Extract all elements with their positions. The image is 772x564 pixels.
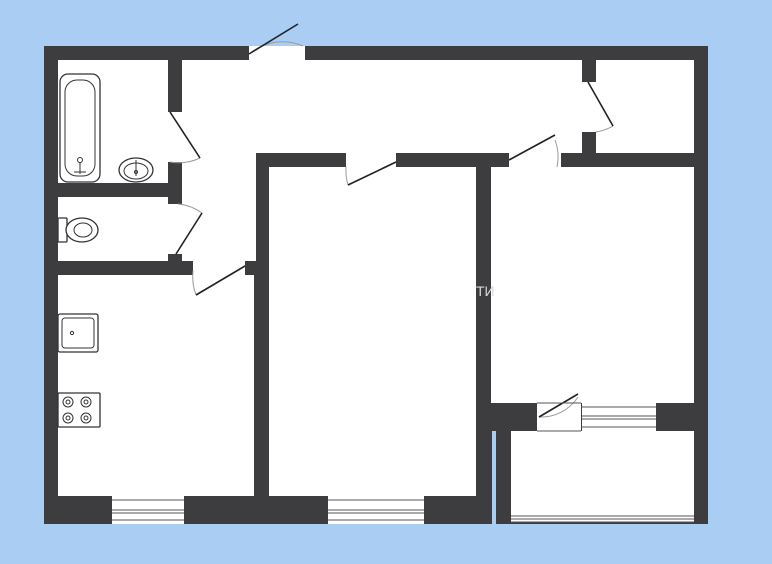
room-bedroom: [491, 167, 694, 403]
toilet-door: [175, 203, 203, 255]
kitchen-door: [192, 265, 246, 296]
storage-opening: [582, 82, 596, 132]
room-storage: [596, 60, 694, 153]
bedroom-balcony-window: [582, 403, 656, 431]
kitchen-opening: [193, 261, 245, 275]
balcony-door: [537, 393, 581, 432]
bathroom-door: [169, 111, 201, 164]
living-room-door: [345, 161, 397, 186]
bedroom-opening: [509, 153, 561, 167]
bathtub: [59, 73, 101, 183]
living-room-window: [328, 496, 424, 524]
toilet: [57, 217, 99, 243]
bedroom-door: [508, 134, 559, 168]
toilet-opening: [168, 204, 182, 254]
room-hallway-upper: [182, 60, 582, 153]
entrance-door: [248, 23, 304, 55]
room-balcony: [511, 431, 694, 516]
room-hallway-lower: [182, 153, 256, 261]
washbasin: [118, 157, 154, 183]
kitchen-sink: [57, 313, 99, 353]
balcony-gap: [492, 431, 496, 524]
storage-door: [587, 81, 614, 133]
entrance-opening: [249, 46, 305, 60]
room-kitchen: [58, 275, 254, 496]
balcony-gap-bottom: [492, 520, 710, 530]
stove: [57, 392, 101, 428]
watermark-text: ТИ: [476, 283, 495, 299]
kitchen-window: [112, 496, 184, 524]
balcony-glazing: [511, 515, 694, 523]
room-living: [269, 167, 476, 496]
living-opening: [346, 153, 396, 167]
